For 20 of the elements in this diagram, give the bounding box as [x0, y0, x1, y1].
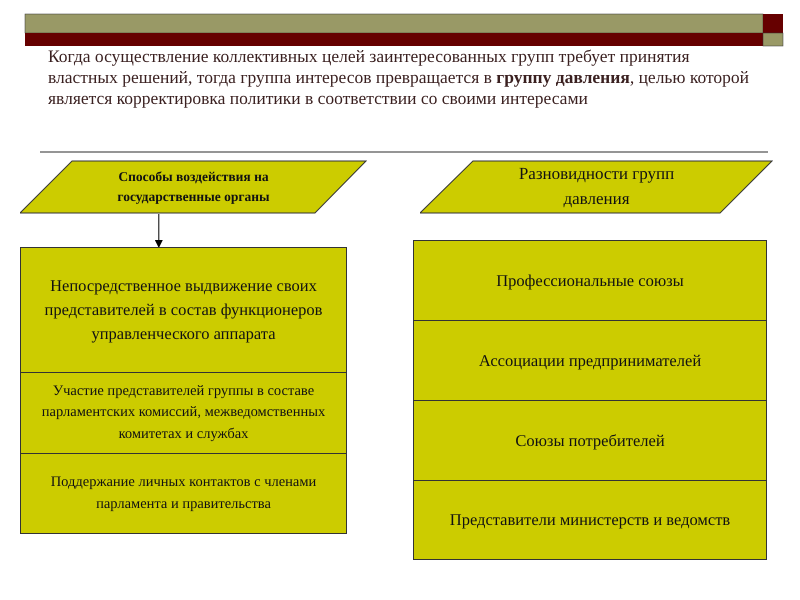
text-box [20, 372, 347, 454]
node-text: Разновидности групп давления [518, 163, 676, 210]
node-text: Профессиональные союзы [495, 270, 685, 292]
node-text: Ассоциации предпринимателей [478, 350, 702, 372]
node-text: Союзы потребителей [514, 430, 666, 452]
node-text: Представители министерств и ведомств [448, 509, 732, 532]
intro-paragraph: Когда осуществление коллективных целей заинтересованных групп требует принятия властных решений, тогда группа интересов превращается в группу давления, целью которой является корректировка политики в соответствии со своими интересами [48, 46, 750, 109]
text-box [413, 320, 767, 401]
arrow [154, 214, 163, 248]
node-text: Способы воздействия на государственные органы [116, 168, 271, 206]
text-box [413, 240, 767, 321]
parallelogram-shape [420, 160, 773, 214]
parallelogram-shape [20, 160, 367, 214]
text-box [413, 400, 767, 481]
node-text: Поддержание личных контактов с членами парламента и правительства [50, 473, 318, 514]
text-box [413, 480, 767, 560]
node-text: Участие представителей группы в составе парламентских комиссий, межведомственных комитетах и службах [40, 382, 326, 444]
node-text: Непосредственное выдвижение своих представителей в состав функционеров управленческого аппарата [44, 275, 324, 345]
text-box [20, 453, 347, 534]
text-box [20, 247, 347, 373]
